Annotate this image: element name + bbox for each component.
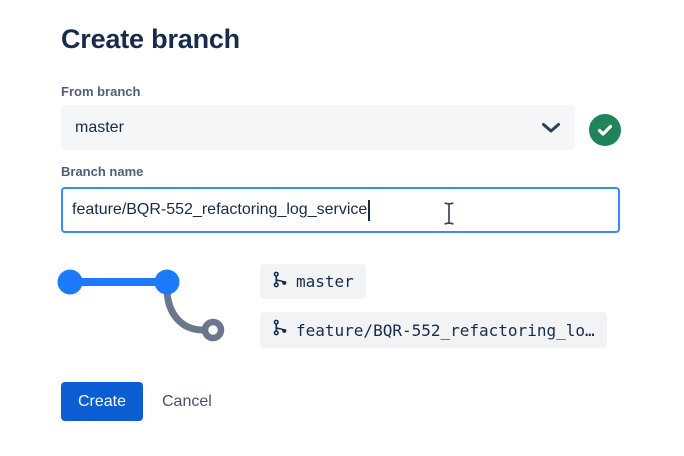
branch-name-input[interactable]: feature/BQR-552_refactoring_log_service — [61, 187, 620, 233]
branch-graph-illustration — [57, 269, 225, 342]
branch-name-label: Branch name — [61, 164, 144, 179]
fork-commit-dot — [154, 269, 180, 295]
from-branch-label: From branch — [61, 84, 141, 99]
git-branch-icon — [272, 319, 289, 341]
from-branch-selected-value: master — [75, 118, 124, 136]
new-branch-commit-ring — [201, 318, 225, 342]
source-commit-dot — [57, 269, 83, 295]
from-branch-select[interactable]: master — [61, 105, 575, 150]
chevron-down-icon — [541, 122, 561, 134]
text-ibeam-cursor — [443, 201, 455, 231]
text-caret — [368, 199, 370, 221]
git-branch-icon — [272, 271, 289, 293]
source-branch-name: master — [296, 272, 354, 291]
cancel-button[interactable]: Cancel — [152, 382, 222, 421]
page-title: Create branch — [61, 24, 240, 54]
check-circle-icon — [589, 114, 621, 146]
source-branch-lozenge: master — [260, 264, 366, 299]
new-branch-name-truncated: feature/BQR-552_refactoring_lo… — [296, 320, 595, 340]
new-branch-lozenge: feature/BQR-552_refactoring_lo… — [260, 312, 607, 348]
create-button[interactable]: Create — [61, 382, 144, 421]
branch-name-input-value: feature/BQR-552_refactoring_log_service — [72, 201, 368, 218]
new-branch-curve — [163, 284, 207, 334]
